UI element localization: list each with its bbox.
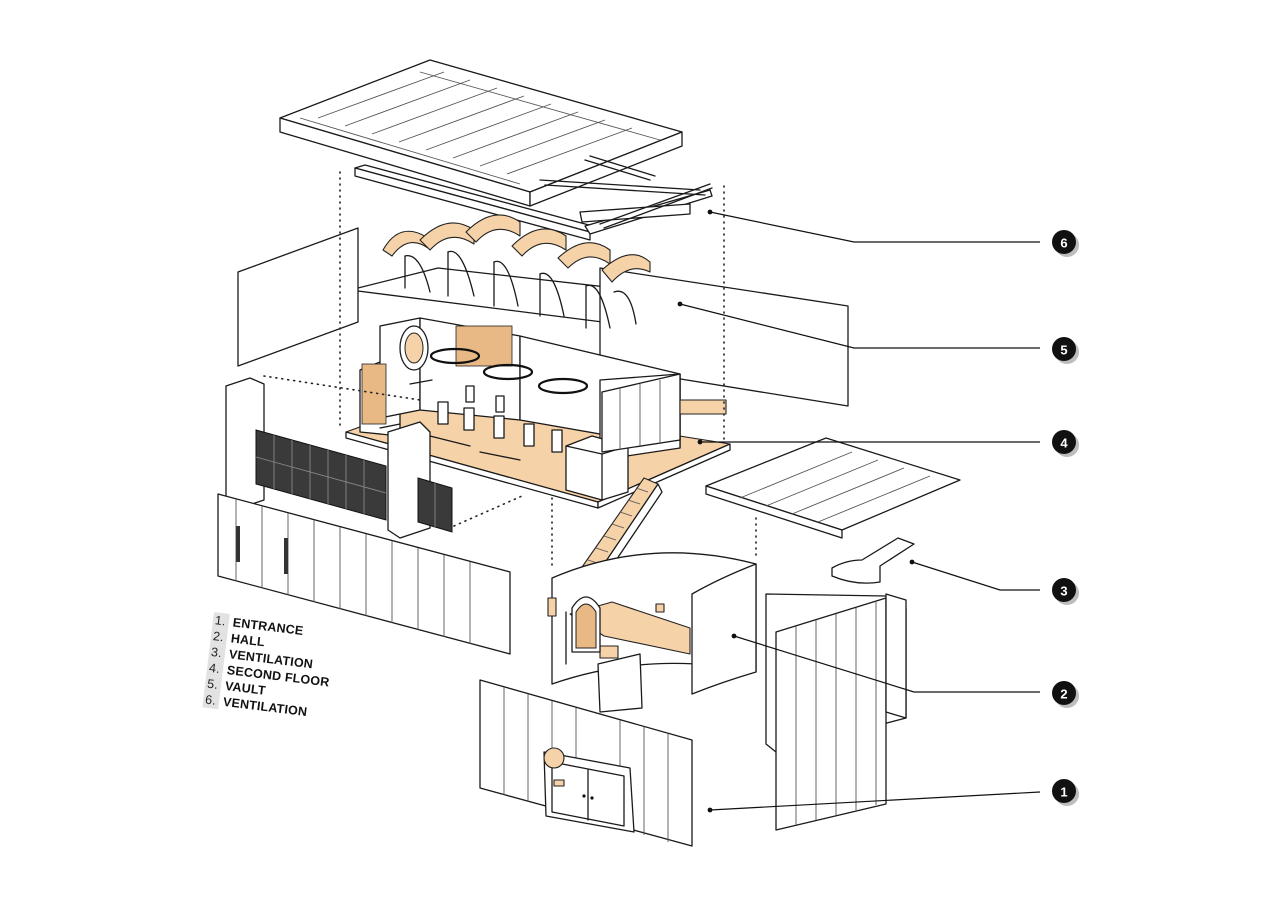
callout-1: 1 [1052, 779, 1079, 806]
callout-3: 3 [1052, 578, 1079, 605]
legend-item-number: 5. [204, 675, 223, 694]
callout-number: 3 [1060, 584, 1067, 599]
ventilation-duct-upper [354, 155, 713, 241]
callout-number: 5 [1060, 343, 1067, 358]
callout-number: 1 [1060, 785, 1067, 800]
callout-number: 2 [1060, 687, 1067, 702]
callout-number: 6 [1060, 236, 1067, 251]
entrance [479, 679, 693, 847]
legend-item-number: 2. [210, 627, 228, 646]
legend: 1. ENTRANCE 2. HALL 3. VENTILATION 4. SE… [199, 612, 353, 748]
legend-item-number: 1. [212, 612, 230, 630]
callout-number: 4 [1060, 436, 1068, 451]
leader-lines [677, 209, 1041, 813]
hall [547, 552, 757, 713]
ventilation-lower [705, 437, 961, 584]
lower-left-wall [217, 493, 511, 655]
roof-frame [279, 59, 683, 207]
callout-5: 5 [1052, 337, 1079, 364]
legend-item-number: 6. [202, 691, 221, 710]
callout-4: 4 [1052, 430, 1079, 457]
lower-right-structure [765, 593, 907, 831]
legend-item-number: 4. [206, 659, 225, 678]
callout-2: 2 [1052, 681, 1079, 708]
legend-item-number: 3. [208, 643, 226, 662]
callout-6: 6 [1052, 230, 1079, 257]
alignment-lines [263, 171, 757, 571]
